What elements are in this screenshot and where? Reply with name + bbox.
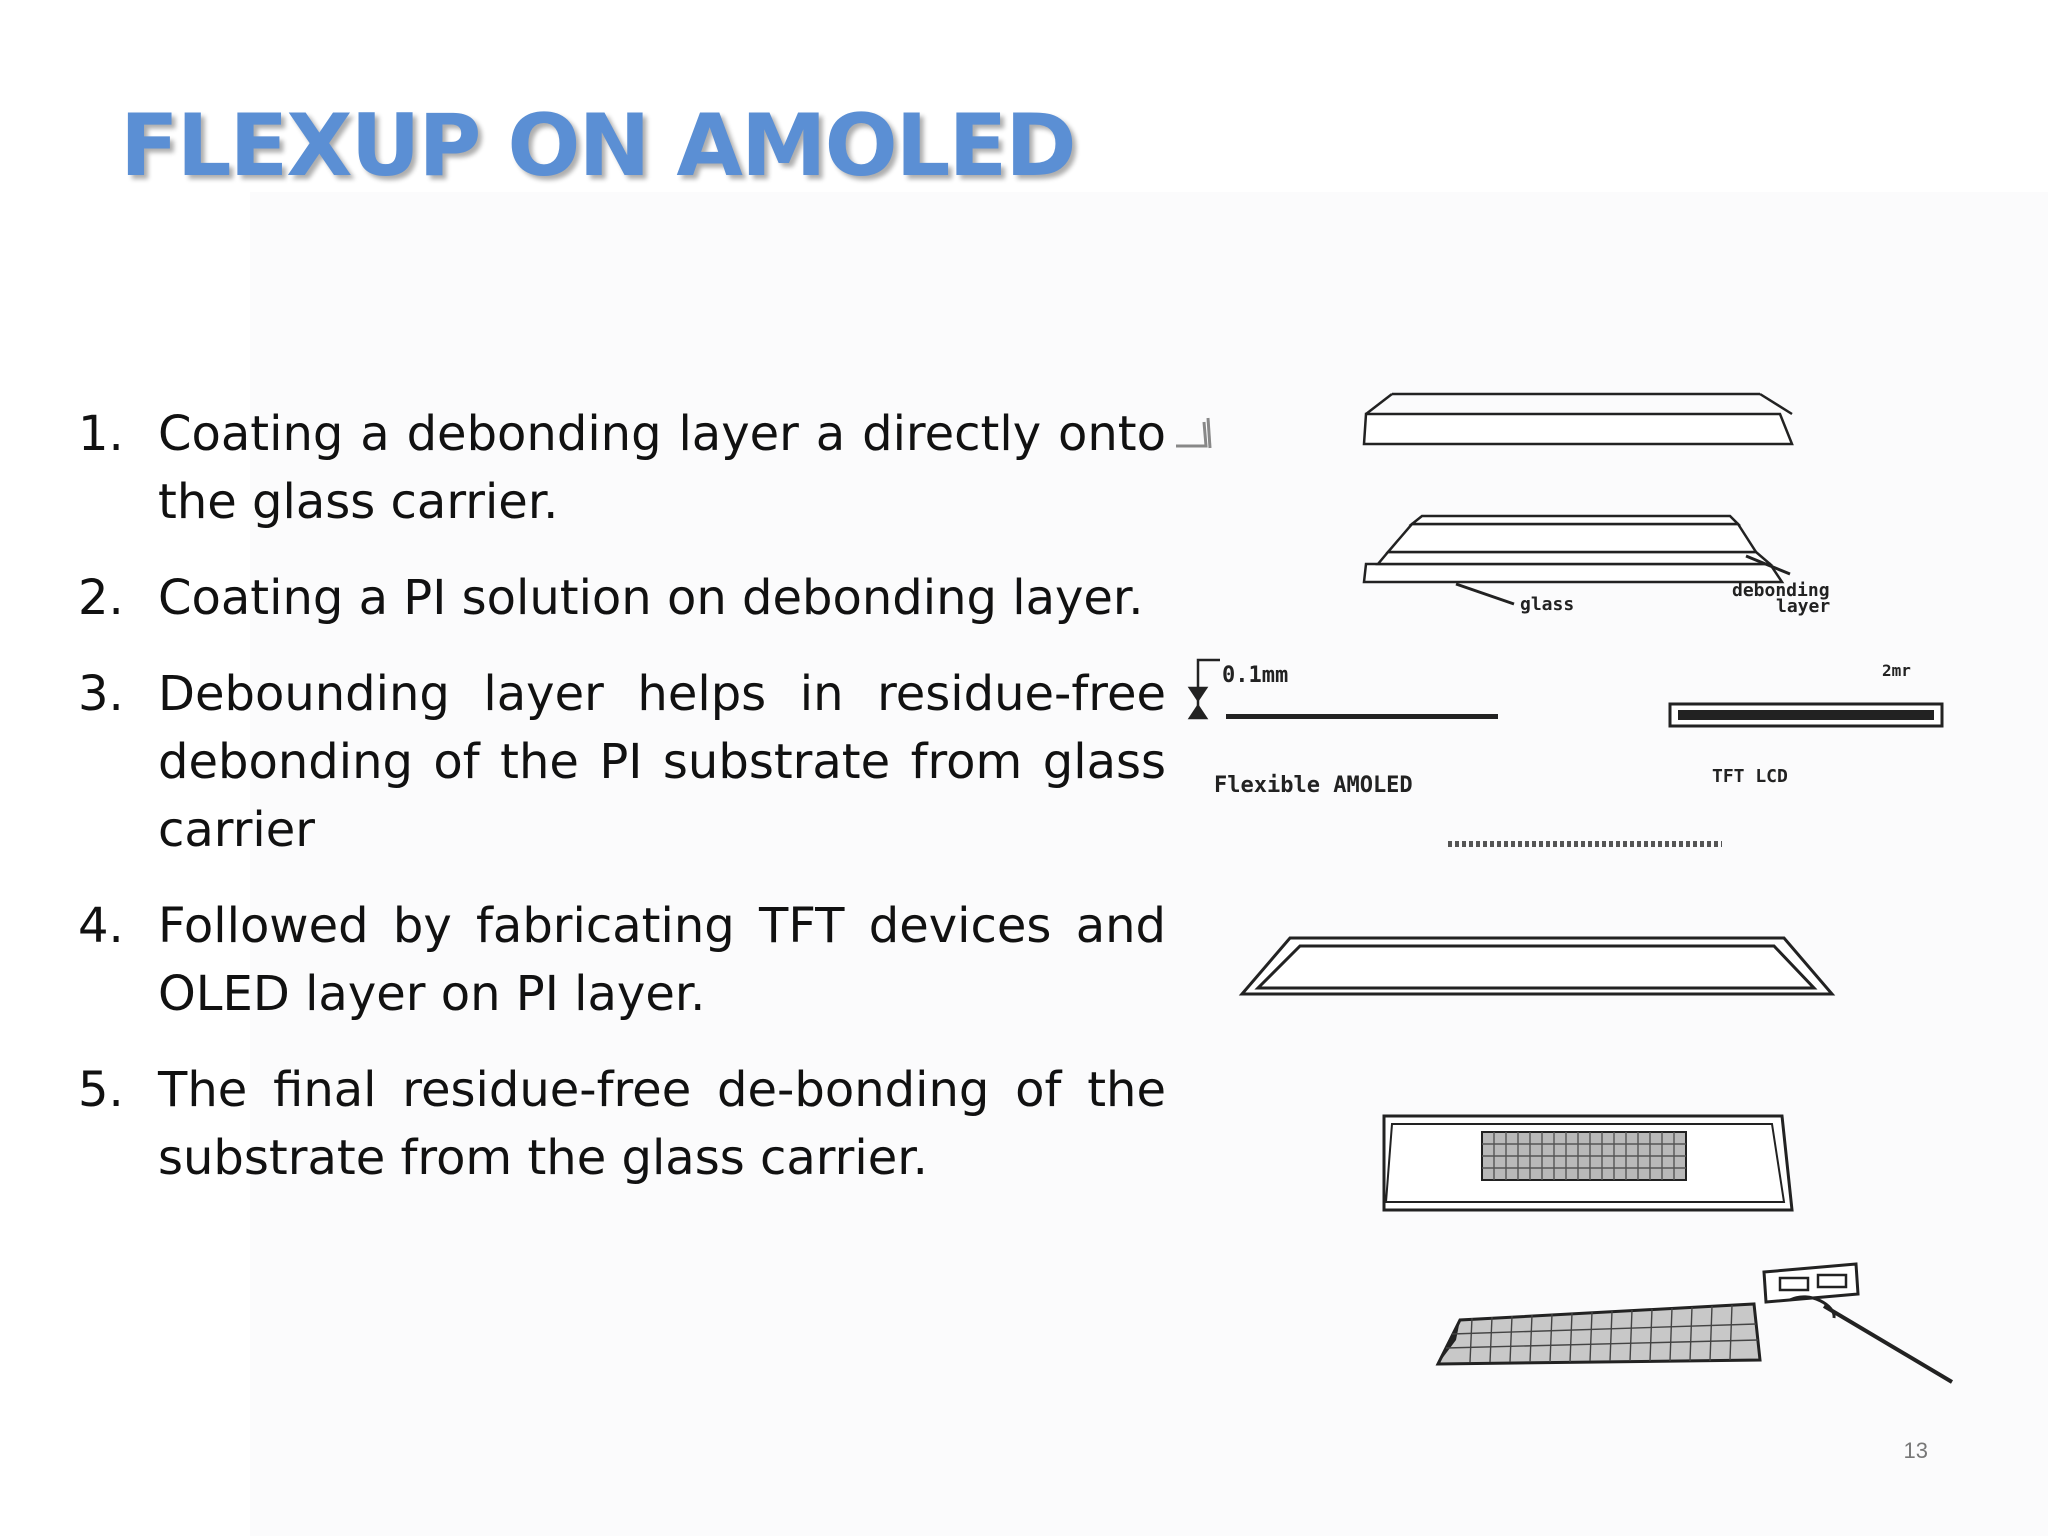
slide-title: FLEXUP ON AMOLED	[120, 96, 1077, 196]
bracket-mark	[1176, 417, 1212, 449]
thickness-indicator	[1187, 658, 1220, 720]
debonding-label-line2: layer	[1776, 596, 1830, 617]
pi-substrate-on-carrier	[1238, 936, 1836, 996]
debonding-pointer	[1745, 554, 1791, 576]
step-text: The final residue-free de-bonding of the…	[158, 1062, 1166, 1186]
debonded-flexible-display	[1435, 1302, 1762, 1366]
page-number: 13	[1903, 1438, 1928, 1463]
step-number: 2.	[78, 570, 124, 626]
step-item: 1. Coating a debonding layer a directly …	[78, 400, 1166, 536]
step-item: 3. Debounding layer helps in residue-fre…	[78, 660, 1166, 864]
step-text: Coating a debonding layer a directly ont…	[158, 406, 1166, 530]
step-number: 5.	[78, 1062, 124, 1118]
fabricated-panel	[1382, 1114, 1794, 1212]
step-item: 2. Coating a PI solution on debonding la…	[78, 564, 1166, 632]
thickness-label: 0.1mm	[1222, 663, 1288, 688]
flexible-amoled-label: Flexible AMOLED	[1214, 773, 1413, 798]
glass-pointer	[1455, 582, 1515, 606]
debonding-label-line1: debonding	[1732, 580, 1830, 601]
coated-glass-stack	[1362, 514, 1785, 584]
tft-lcd-label: TFT LCD	[1712, 766, 1788, 787]
glass-carrier-plate	[1362, 412, 1794, 446]
step-item: 5. The final residue-free de-bonding of …	[78, 1056, 1166, 1192]
process-diagram: glass debonding layer 0.1mm 2mr Flexible…	[1176, 392, 1954, 1384]
step-number: 1.	[78, 406, 124, 462]
glass-label: glass	[1520, 594, 1574, 615]
process-steps-list: 1. Coating a debonding layer a directly …	[78, 400, 1166, 1220]
thickness-right-label: 2mr	[1882, 661, 1911, 680]
flexible-amoled-sheet	[1226, 714, 1498, 719]
step-text: Debounding layer helps in residue-free d…	[158, 666, 1166, 858]
step-number: 3.	[78, 666, 124, 722]
connector-module	[1762, 1262, 1954, 1384]
step-text: Coating a PI solution on debonding layer…	[158, 570, 1144, 626]
step-number: 4.	[78, 898, 124, 954]
step-item: 4. Followed by fabricating TFT devices a…	[78, 892, 1166, 1028]
step-text: Followed by fabricating TFT devices and …	[158, 898, 1166, 1022]
